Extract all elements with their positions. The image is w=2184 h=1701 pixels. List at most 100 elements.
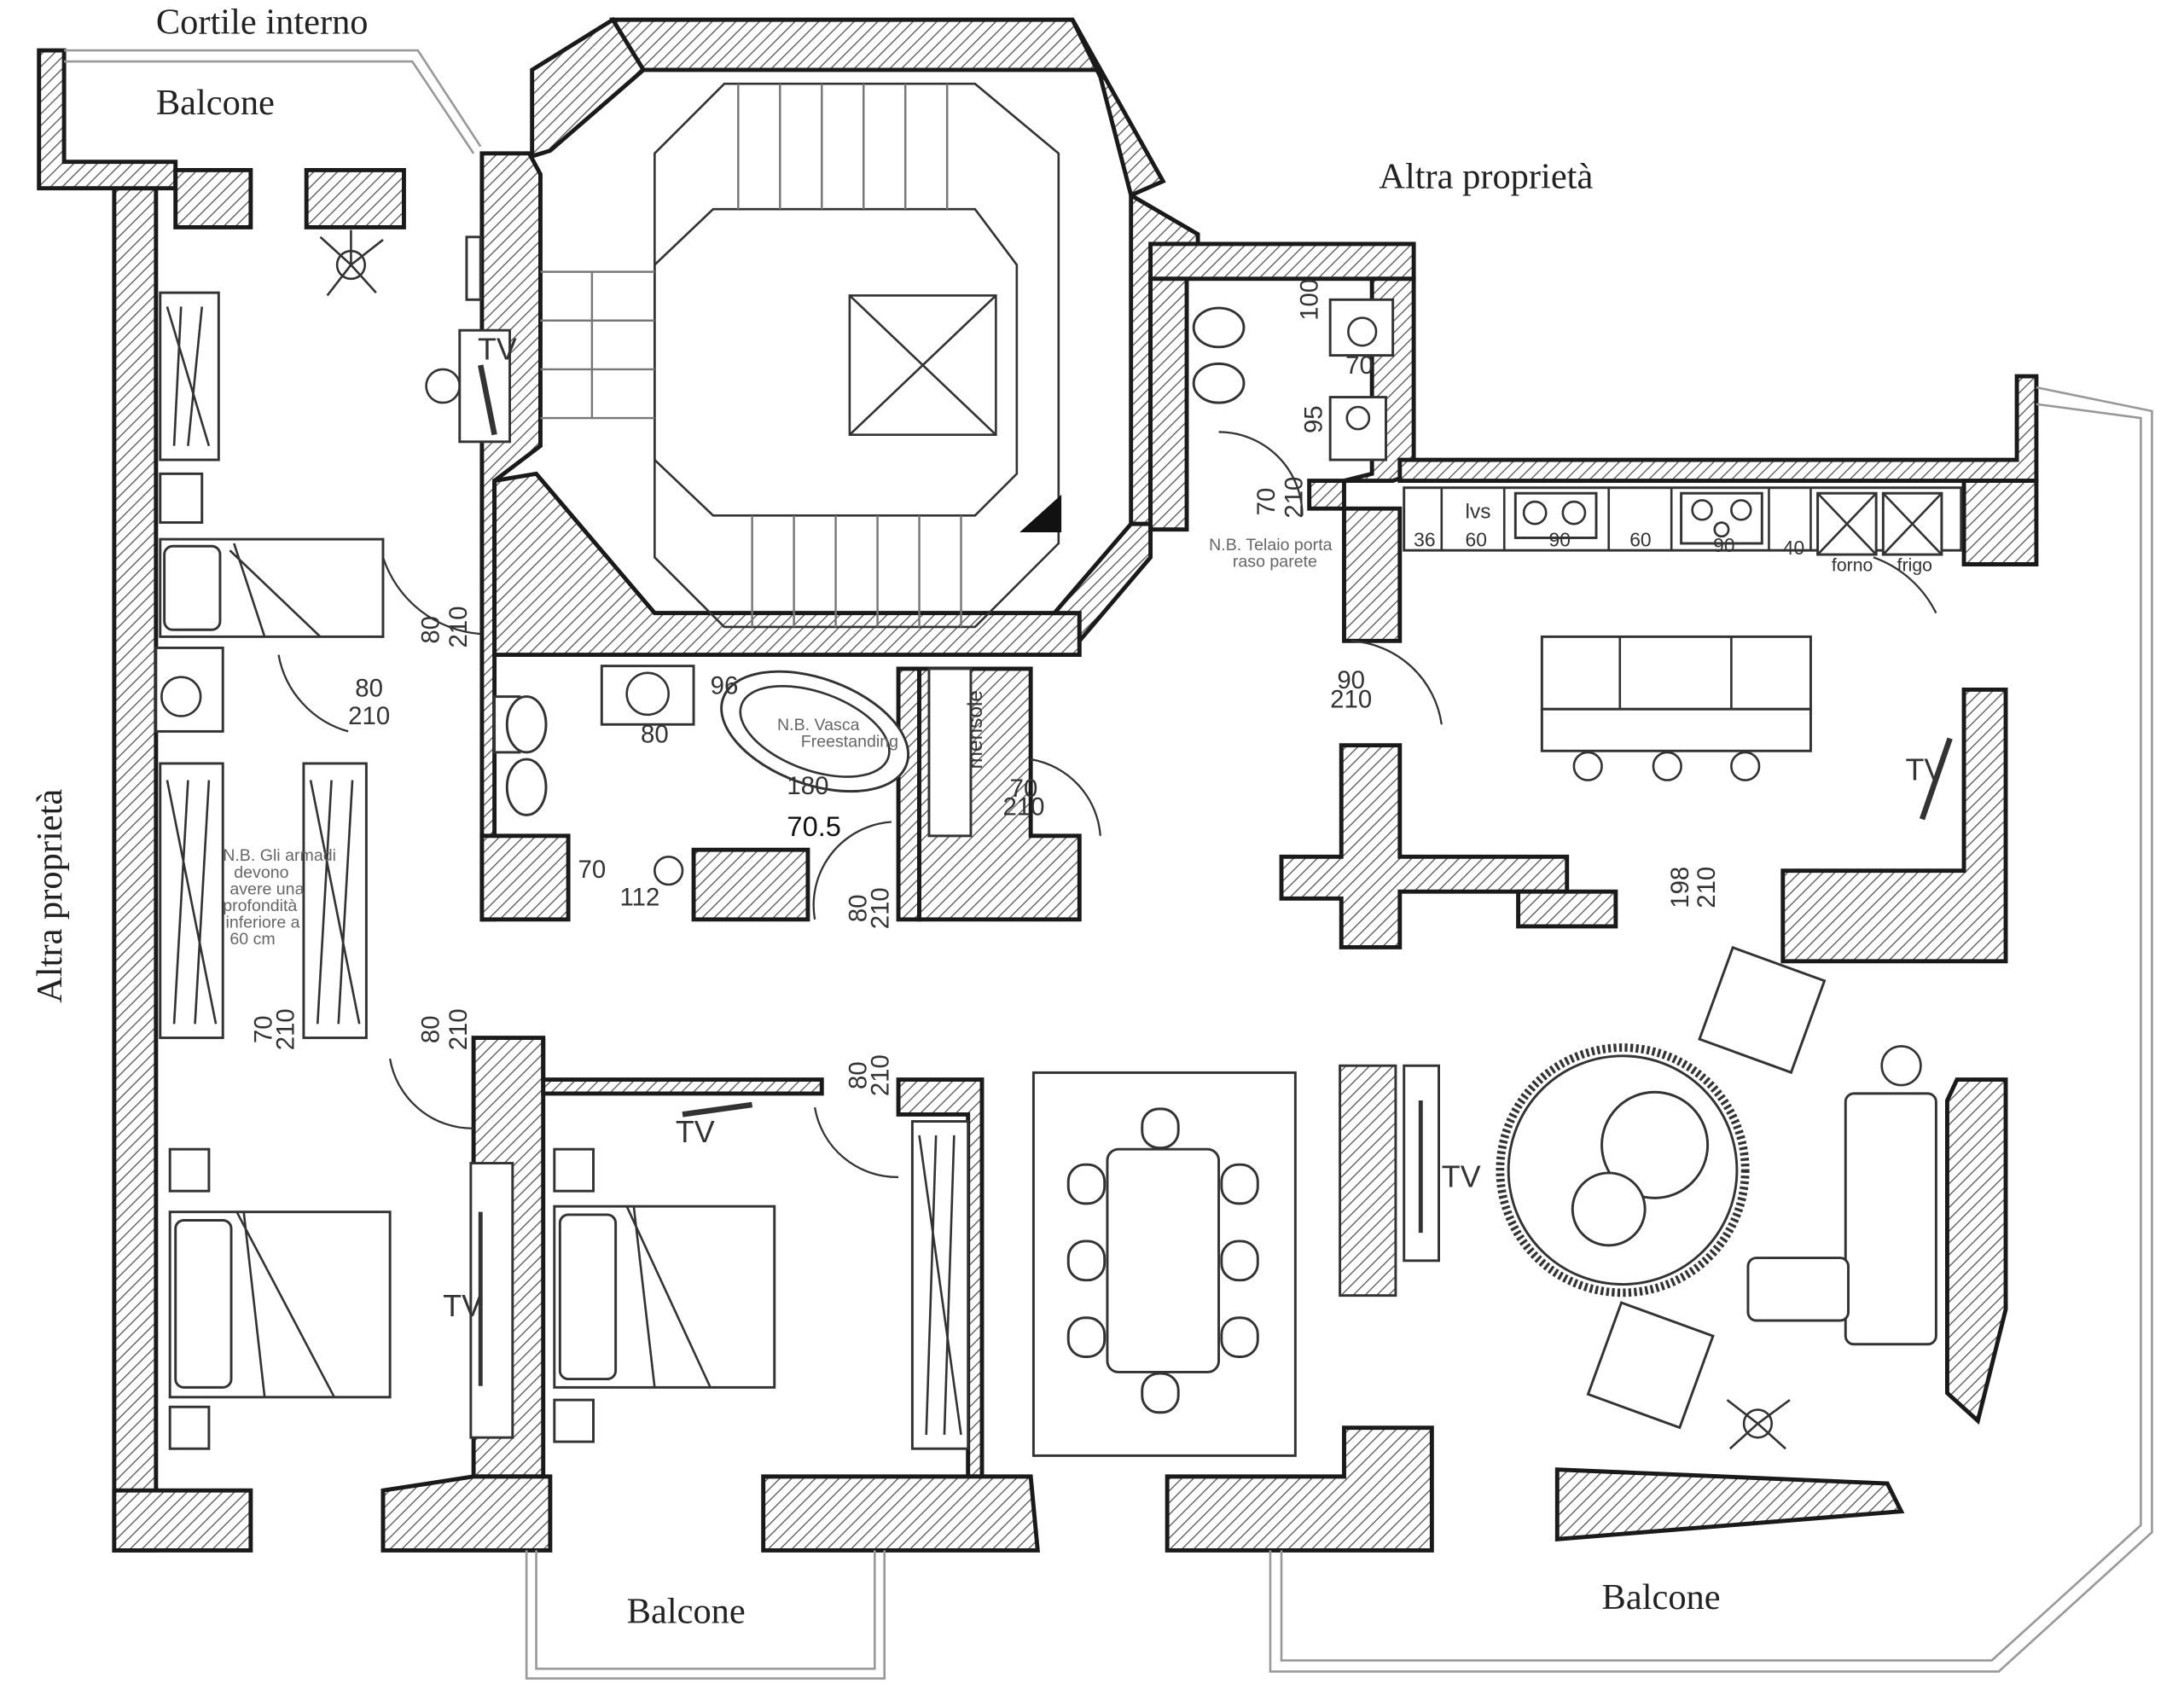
note-line: devono [234, 863, 288, 882]
plant-icon [1726, 1399, 1791, 1450]
wall-bottom-4 [1165, 1425, 1434, 1553]
dim-label: 210 [444, 606, 473, 647]
wall-bottom-3 [761, 1474, 1041, 1553]
label-other-property-left: Altra proprietà [30, 789, 70, 1003]
wall-bath2-top [1148, 241, 1416, 282]
label-other-property: Altra proprietà [1379, 157, 1593, 197]
tv-label: TV [478, 331, 517, 366]
dim-label: 40 [1783, 537, 1804, 559]
dim-label: 96 [711, 671, 739, 700]
tv-label: TV [1442, 1158, 1481, 1193]
door-swing [812, 821, 892, 920]
dim-label: 112 [620, 883, 660, 911]
wall-bottom-2 [380, 1474, 553, 1553]
staircase [540, 82, 1062, 629]
bedroom-bottom-left: TV [168, 1058, 514, 1450]
bathroom-1: N.B. Vasca Freestanding 80 96 180 70.5 7… [493, 665, 1101, 920]
kitchen: lvs 36 60 90 60 90 40 forno frigo TV [1350, 486, 1963, 821]
label-balcony-top: Balcone [156, 83, 275, 123]
door-swing [381, 556, 481, 636]
note-line: N.B. Telaio porta [1209, 536, 1332, 554]
dim-label: 70.5 [787, 810, 841, 842]
door-swing [1218, 431, 1304, 516]
note-line: avere una [229, 880, 304, 898]
note-line: Freestanding [801, 732, 898, 751]
note-line: inferiore a [225, 914, 299, 932]
room-top-left: TV [154, 229, 517, 733]
wall-stair-octagon [530, 16, 647, 160]
balconies [64, 49, 2153, 1680]
dim-label: 210 [1003, 792, 1045, 821]
wall-bottom-5 [1554, 1467, 1905, 1542]
wall-bath2-left [1148, 276, 1189, 532]
dim-label: 60 [1466, 528, 1487, 550]
dim-label: 80 [641, 720, 669, 748]
dim-label: 80 [845, 1061, 873, 1089]
dim-label: 60 [1629, 528, 1651, 550]
wall-stair-right-top [1070, 18, 1166, 199]
dim-label: 90 [1549, 528, 1571, 550]
bathroom-2: 100 70 95 70 210 N.B. Telaio porta raso … [1192, 279, 1395, 572]
door-swing [813, 1107, 899, 1179]
tv-label: TV [676, 1114, 715, 1149]
wall-stair-top [609, 17, 1104, 73]
kitchen-label: lvs [1466, 501, 1491, 524]
dim-label: 210 [867, 1054, 895, 1096]
dim-label: 95 [1299, 405, 1327, 433]
wall-right-mid [1780, 687, 2008, 964]
door-dimensions: 80 210 80 210 70 210 80 210 80 210 80 21… [249, 606, 1720, 1096]
label-courtyard: Cortile interno [156, 2, 369, 42]
dim-label: 80 [845, 894, 873, 922]
note-line: raso parete [1233, 553, 1317, 572]
wall-kitchen-top [1397, 374, 2039, 483]
door-swing [1873, 556, 1937, 614]
dim-label: 70 [1345, 351, 1374, 380]
door-swing [277, 654, 349, 733]
wall-bath1-right [896, 666, 921, 922]
wall-left-exterior [112, 186, 159, 1553]
dim-label: 198 [1666, 867, 1694, 909]
label-balcony-bottom: Balcone [627, 1591, 746, 1631]
dim-label: 210 [1281, 477, 1309, 519]
wall-right-lower [1945, 1077, 2008, 1425]
dim-label: 70 [578, 856, 607, 884]
note-line: N.B. Vasca [777, 716, 860, 734]
wall-bath1-bottom [479, 833, 571, 922]
dim-label: 210 [1330, 686, 1372, 714]
door-swing [1030, 758, 1101, 836]
dim-label: 80 [416, 1015, 444, 1043]
dim-label: 210 [1693, 867, 1721, 909]
dim-label: 210 [444, 1008, 473, 1050]
shelves-label: mensole [964, 690, 987, 769]
dim-label: 80 [416, 616, 444, 644]
door-swing [1350, 640, 1443, 725]
dim-label: 80 [355, 675, 383, 703]
dim-label: 70 [249, 1015, 277, 1043]
wall-bottom-1 [112, 1488, 253, 1553]
dim-label: 36 [1414, 528, 1435, 550]
dim-label: 210 [271, 1008, 299, 1050]
note-line: 60 cm [229, 930, 275, 949]
wall-bed2-top [541, 1037, 824, 1096]
wall-divider-column [1279, 743, 1570, 949]
wall-right-upper [1961, 479, 2039, 566]
dim-label: 210 [348, 702, 390, 730]
living-room: TV [1339, 945, 1937, 1450]
oven-label: forno [1832, 556, 1873, 576]
wall-top-left-pier [173, 168, 253, 229]
dim-label: 70 [1252, 488, 1281, 516]
fridge-label: frigo [1897, 556, 1932, 576]
tv-label: TV [443, 1288, 482, 1323]
wall-bath1-bottom-r [691, 847, 810, 922]
entrance-arrow-icon [1019, 494, 1062, 532]
dim-label: 70 [1010, 775, 1038, 803]
note-line: profondità [223, 897, 297, 915]
dim-label: 90 [1337, 666, 1365, 694]
area-labels: Cortile interno Balcone Altra proprietà … [30, 2, 1721, 1631]
bedroom-bottom-middle: TV [553, 1101, 970, 1450]
dim-label: 100 [1295, 279, 1323, 321]
note-line: N.B. Gli armadi [223, 846, 336, 865]
wall-bath2-right [1307, 276, 1416, 643]
door-swing [389, 1058, 474, 1129]
